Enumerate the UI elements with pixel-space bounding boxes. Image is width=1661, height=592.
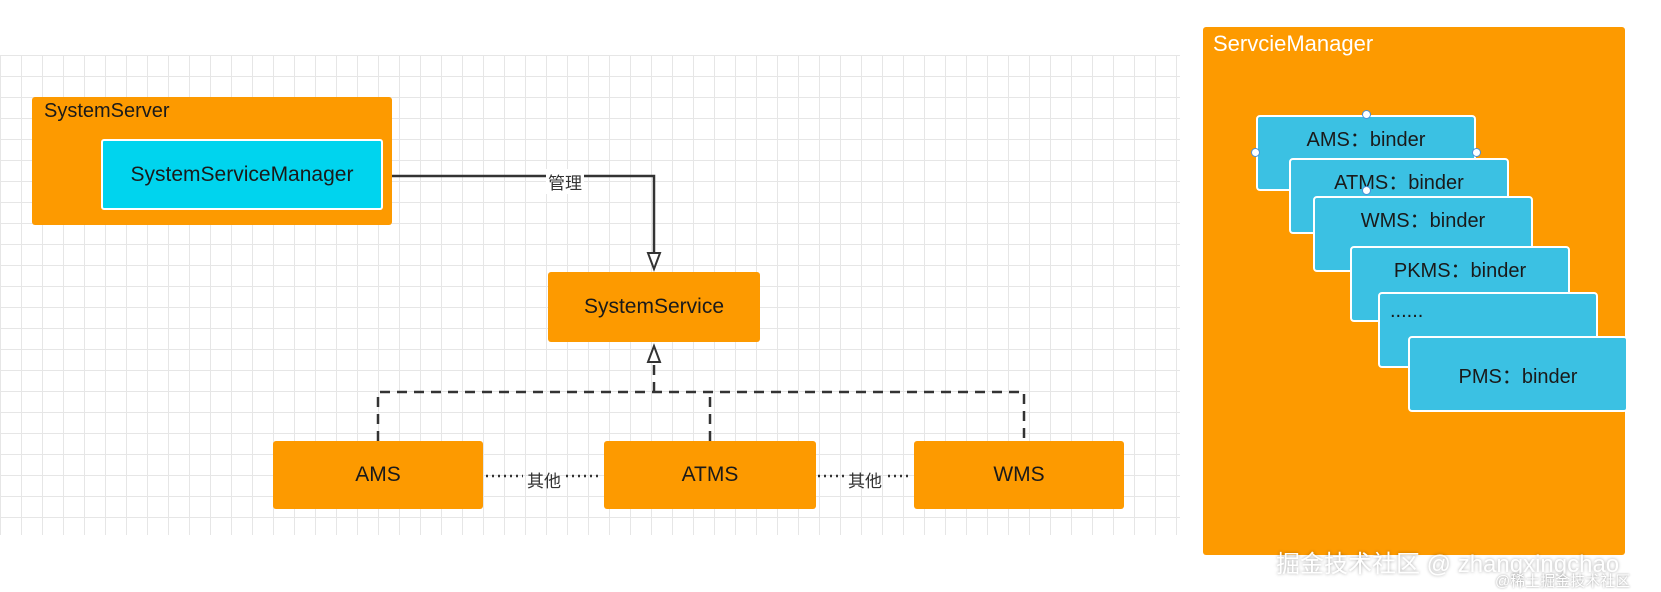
binder-entry-label: AMS：binder: [1306, 129, 1426, 151]
system-service-node[interactable]: SystemService: [548, 272, 760, 342]
binder-entry-label: PMS：binder: [1458, 365, 1578, 388]
manage-edge: [383, 174, 656, 254]
selection-handle-top[interactable]: [1362, 110, 1371, 119]
service-manager-label: ServcieManager: [1213, 31, 1374, 56]
other-edge-label-2: 其他: [848, 472, 882, 491]
inherit-edge-ams: [376, 390, 1026, 441]
selection-handle-left[interactable]: [1251, 148, 1260, 157]
ams-node[interactable]: AMS: [273, 441, 483, 509]
inherit-arrowhead: [646, 343, 662, 363]
binder-entry-label: ATMS：binder: [1334, 172, 1464, 194]
manage-edge-label: 管理: [546, 169, 584, 194]
wms-node[interactable]: WMS: [914, 441, 1124, 509]
atms-label: ATMS: [681, 463, 739, 486]
binder-entry-label: PKMS：binder: [1393, 260, 1527, 282]
system-service-manager-label: SystemServiceManager: [130, 162, 354, 186]
binder-entry-label: ......: [1390, 300, 1424, 322]
wms-label: WMS: [993, 463, 1045, 486]
system-service-label: SystemService: [583, 295, 725, 318]
ams-label: AMS: [355, 463, 401, 486]
system-server-label: SystemServer: [44, 100, 170, 122]
watermark-small-text: @稀土掘金技术社区: [1495, 573, 1631, 590]
other-edge-label-1: 其他: [527, 472, 561, 491]
selection-handle-bottom[interactable]: [1362, 186, 1371, 195]
watermark-text: 掘金技术社区 @ zhangxingchao: [1276, 551, 1620, 578]
manage-arrowhead: [646, 252, 662, 272]
binder-entry-label: WMS：binder: [1360, 210, 1486, 232]
atms-node[interactable]: ATMS: [604, 441, 816, 509]
system-service-manager-node[interactable]: SystemServiceManager: [101, 139, 383, 210]
binder-entry-pms[interactable]: PMS：binder: [1408, 336, 1628, 412]
selection-handle-right[interactable]: [1472, 148, 1481, 157]
